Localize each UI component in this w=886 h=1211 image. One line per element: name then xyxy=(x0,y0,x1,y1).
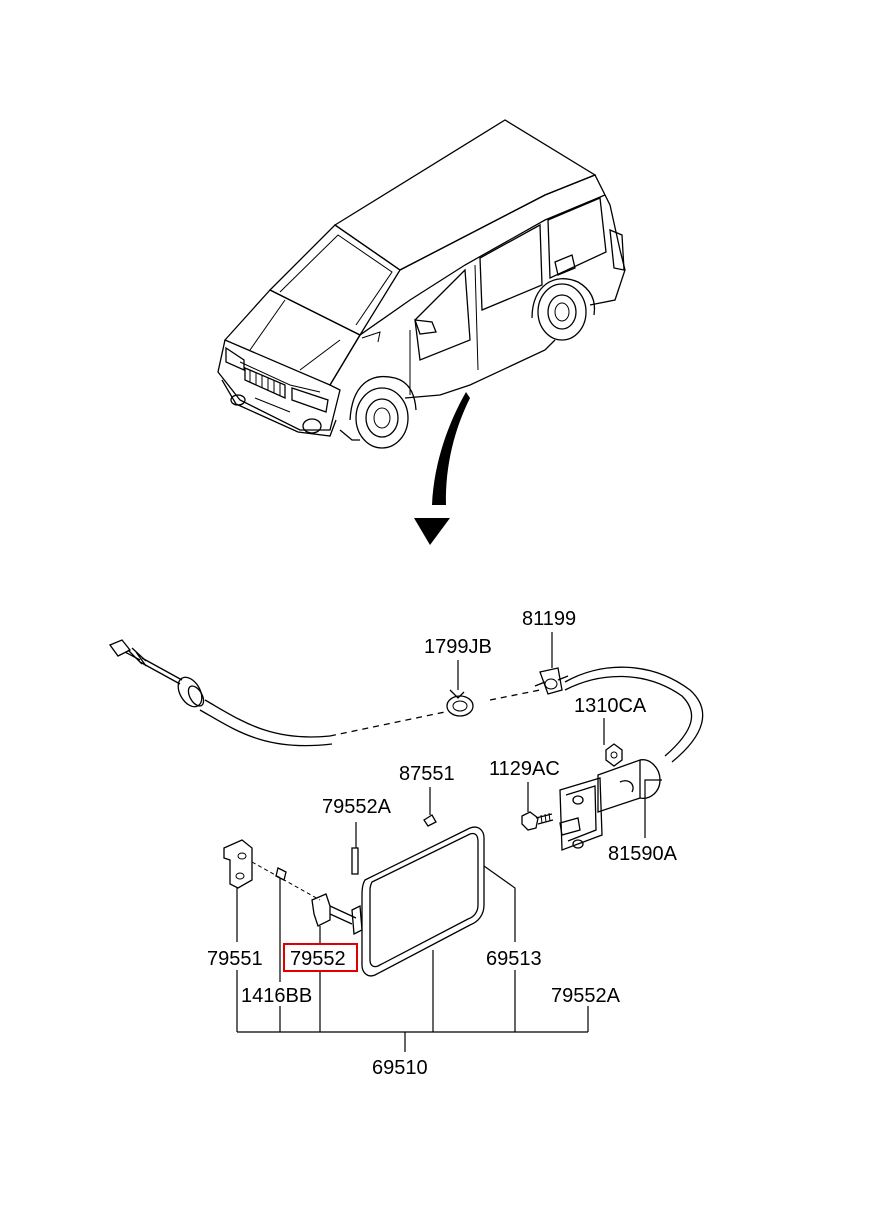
label-79552A-bottom[interactable]: 79552A xyxy=(551,985,621,1007)
label-87551[interactable]: 87551 xyxy=(399,763,455,785)
label-79552A-top[interactable]: 79552A xyxy=(322,796,392,818)
label-79551[interactable]: 79551 xyxy=(207,948,263,970)
label-79552[interactable]: 79552 xyxy=(290,948,346,970)
callout-lines xyxy=(236,632,662,1052)
label-81199[interactable]: 81199 xyxy=(522,608,576,630)
direction-arrow xyxy=(414,392,470,545)
label-1129AC[interactable]: 1129AC xyxy=(489,758,560,780)
label-81590A[interactable]: 81590A xyxy=(608,843,678,865)
label-69510[interactable]: 69510 xyxy=(372,1057,428,1079)
label-1799JB[interactable]: 1799JB xyxy=(424,636,492,658)
label-1416BB[interactable]: 1416BB xyxy=(241,985,312,1007)
label-1310CA[interactable]: 1310CA xyxy=(574,695,647,717)
part-labels: 81199 1799JB 1310CA 1129AC 87551 79552A … xyxy=(207,608,678,1079)
highlight-box xyxy=(283,943,358,972)
van-illustration xyxy=(217,119,626,449)
label-69513[interactable]: 69513 xyxy=(486,948,542,970)
release-cable xyxy=(108,639,704,977)
